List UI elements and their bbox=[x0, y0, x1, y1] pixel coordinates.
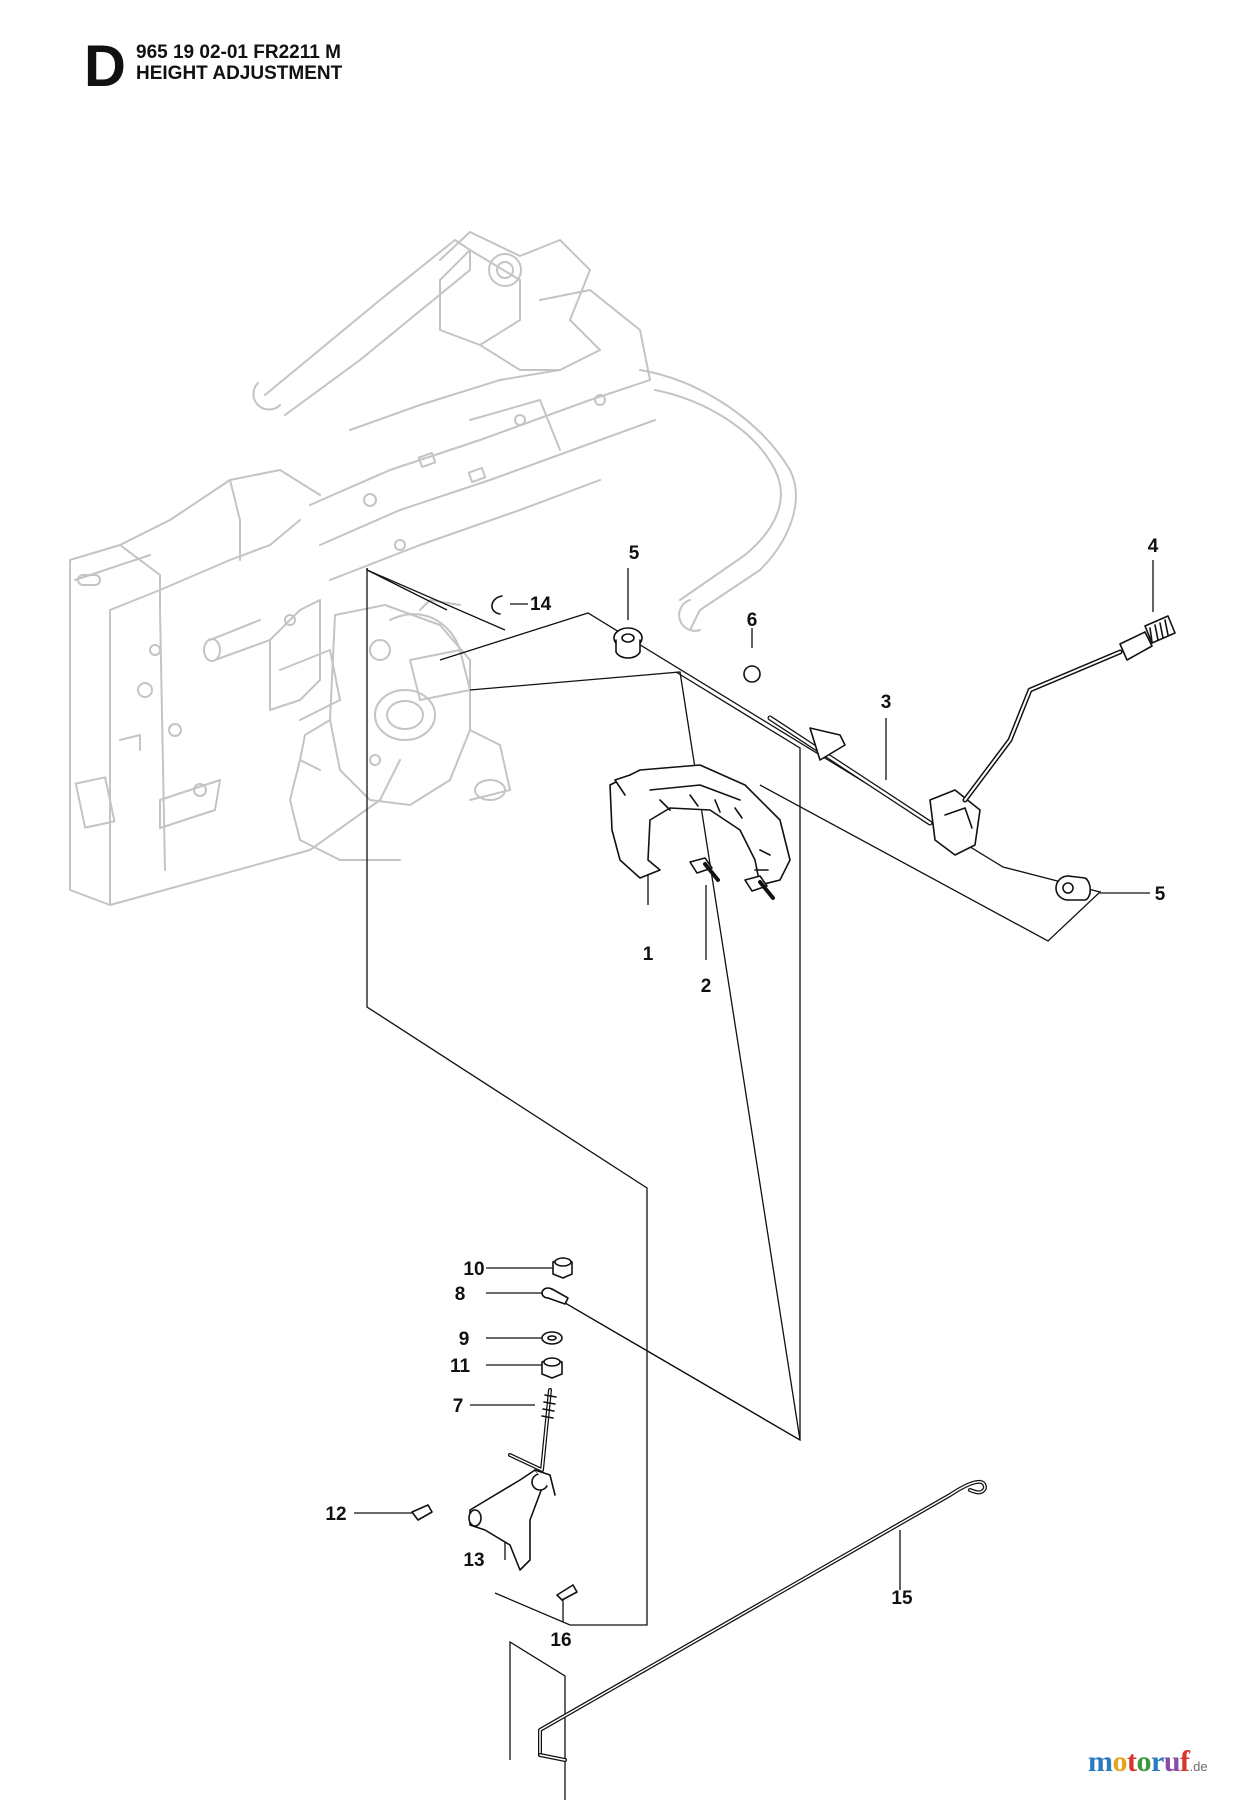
callout-9: 9 bbox=[459, 1329, 470, 1350]
part-number-line: 965 19 02-01 FR2211 M bbox=[136, 42, 341, 63]
part-13-pivot-arm bbox=[468, 1469, 556, 1571]
callout-labels: 5 4 14 6 3 5 1 2 10 8 9 11 7 12 13 16 15 bbox=[325, 536, 1165, 1651]
callout-11: 11 bbox=[450, 1356, 471, 1377]
part-11-nut bbox=[541, 1357, 563, 1379]
mower-frame-background bbox=[69, 231, 797, 906]
diagram-title: HEIGHT ADJUSTMENT bbox=[136, 63, 343, 84]
callout-10: 10 bbox=[463, 1259, 484, 1280]
motoruf-watermark: motoruf.de bbox=[1088, 1745, 1208, 1779]
explosion-lines bbox=[354, 560, 1154, 1800]
watermark-letter: o bbox=[1112, 1745, 1128, 1778]
header-text: 965 19 02-01 FR2211 M HEIGHT ADJUSTMENT bbox=[136, 42, 536, 84]
part-10-nut bbox=[552, 1257, 573, 1279]
callout-4: 4 bbox=[1148, 536, 1159, 557]
callout-8: 8 bbox=[455, 1284, 466, 1305]
callout-5-bottom: 5 bbox=[1155, 884, 1166, 905]
watermark-name: motoruf bbox=[1088, 1745, 1190, 1778]
callout-6: 6 bbox=[747, 610, 758, 631]
part-4-lever bbox=[962, 615, 1176, 803]
callout-13: 13 bbox=[463, 1550, 484, 1571]
part-12-clip bbox=[411, 1504, 433, 1521]
parts bbox=[411, 595, 1176, 1762]
watermark-letter: f bbox=[1180, 1745, 1190, 1778]
callout-12: 12 bbox=[325, 1504, 346, 1525]
part-8-pin bbox=[541, 1287, 569, 1305]
callout-16: 16 bbox=[550, 1630, 571, 1651]
part-3-shaft bbox=[767, 715, 981, 856]
callout-7: 7 bbox=[453, 1396, 464, 1417]
part-16-clip bbox=[556, 1584, 578, 1601]
callout-1: 1 bbox=[643, 944, 654, 965]
part-9-washer bbox=[541, 1331, 563, 1345]
part-6-washer bbox=[743, 665, 761, 683]
callout-15: 15 bbox=[891, 1588, 913, 1609]
callout-14: 14 bbox=[530, 594, 552, 615]
part-15-rod bbox=[538, 1479, 987, 1762]
watermark-letter: t bbox=[1127, 1745, 1137, 1778]
part-5-bushing-bottom bbox=[1055, 875, 1092, 901]
watermark-letter: o bbox=[1136, 1745, 1152, 1778]
part-2-bolts bbox=[689, 857, 775, 900]
watermark-tld: .de bbox=[1189, 1759, 1208, 1774]
watermark-letter: m bbox=[1088, 1745, 1113, 1778]
section-letter: D bbox=[84, 34, 126, 99]
part-1-height-bracket bbox=[609, 764, 791, 886]
callout-3: 3 bbox=[881, 692, 892, 713]
part-7-threaded-rod bbox=[508, 1388, 557, 1472]
callout-2: 2 bbox=[701, 976, 712, 997]
callout-5-top: 5 bbox=[629, 543, 640, 564]
watermark-letter: u bbox=[1163, 1745, 1181, 1778]
part-5-bushing-top bbox=[613, 627, 643, 659]
watermark-letter: r bbox=[1151, 1745, 1164, 1778]
part-14-clip bbox=[491, 595, 503, 615]
